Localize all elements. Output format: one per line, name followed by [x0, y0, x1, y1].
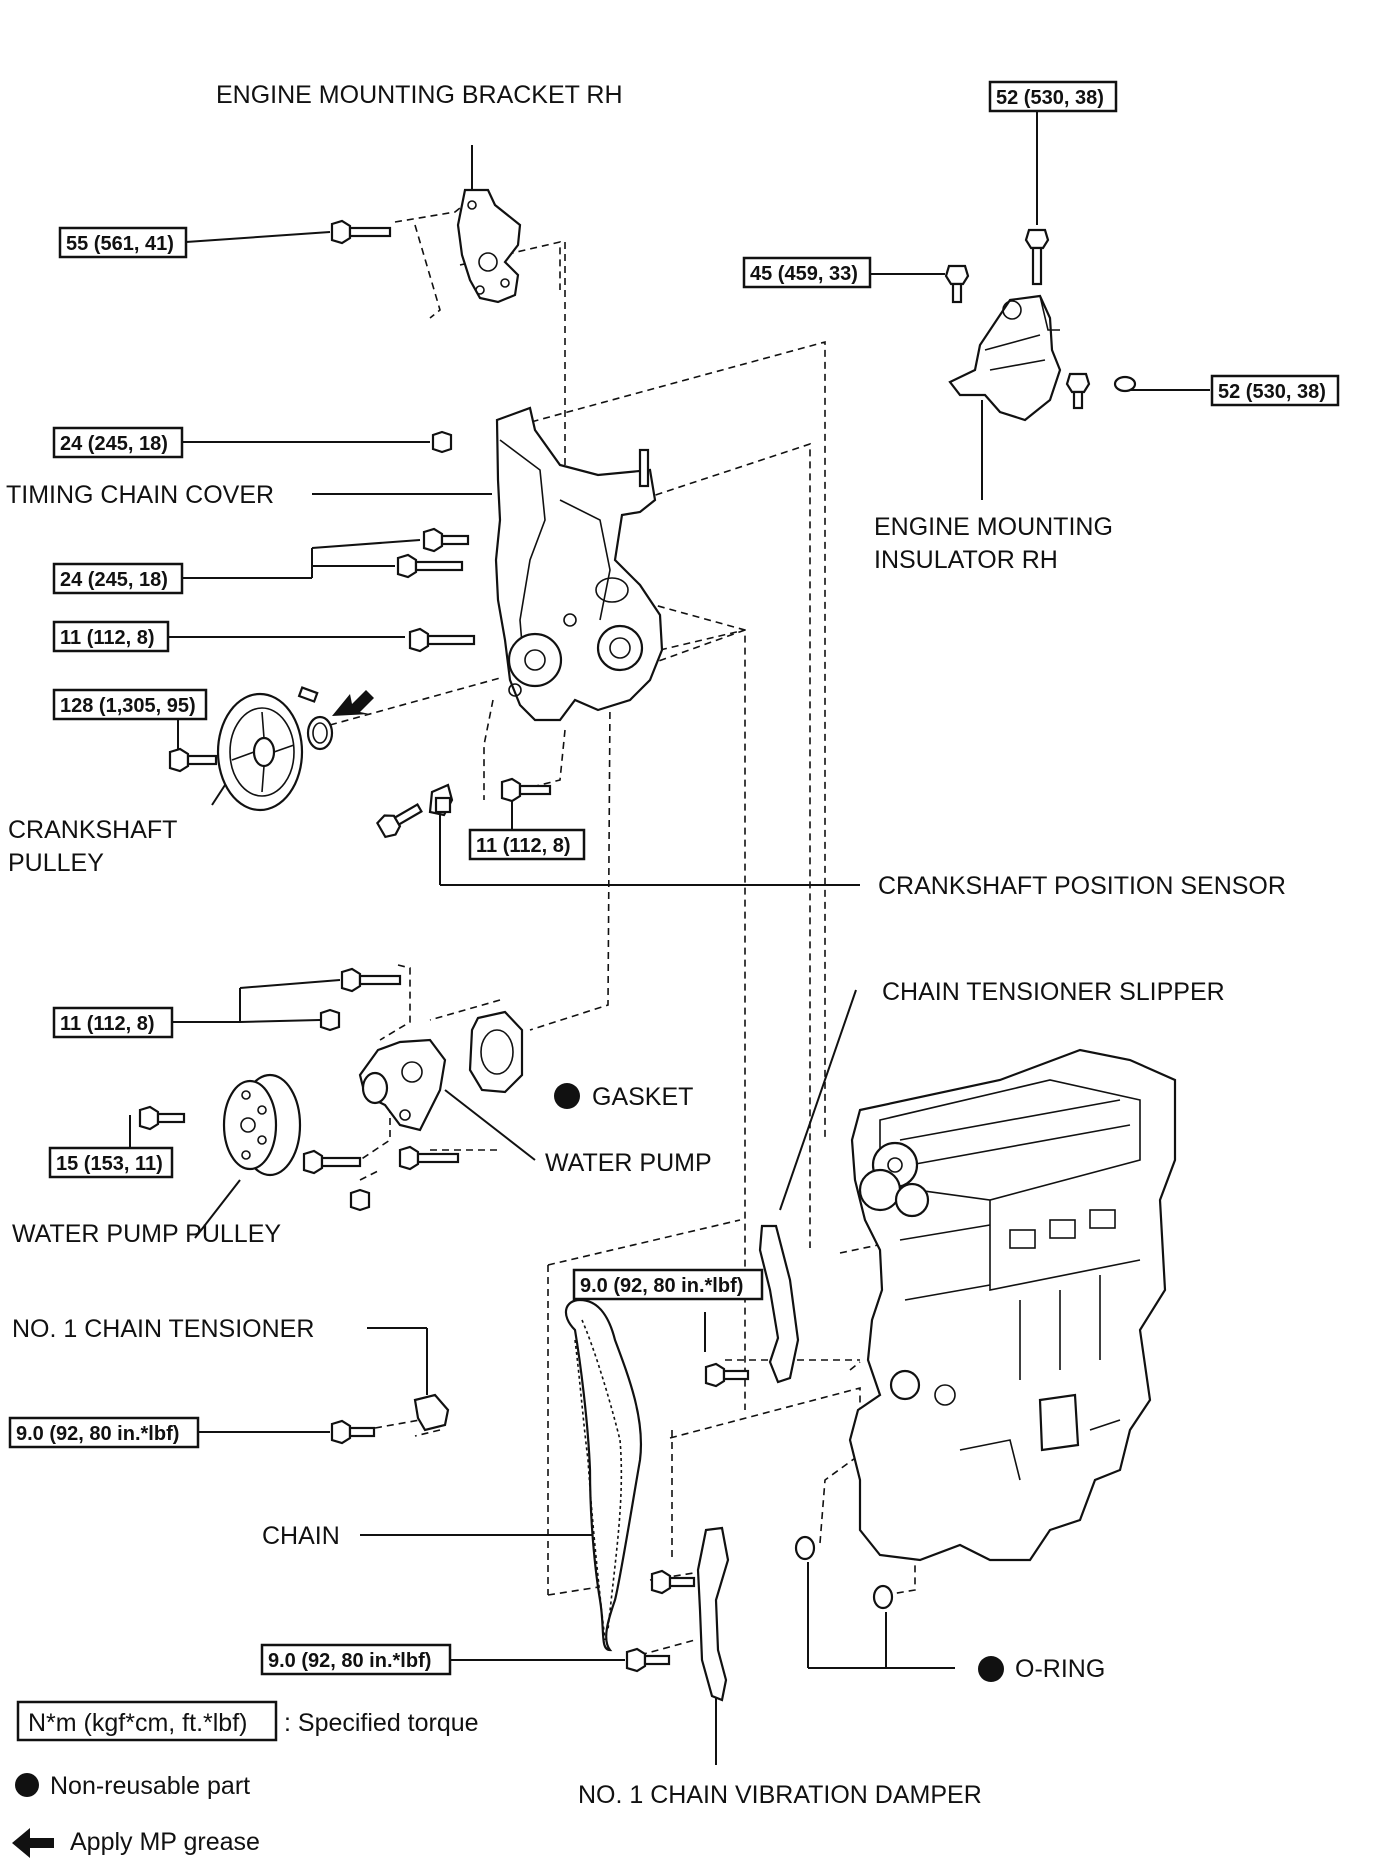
- nonreusable-dot-gasket: [554, 1083, 580, 1109]
- water-pump-part: [358, 1038, 447, 1132]
- nonreusable-dot-o-ring: [978, 1656, 1004, 1682]
- o-ring-parts: [794, 1535, 894, 1610]
- torque-box-cover-bottom: 11 (112, 8): [468, 828, 586, 861]
- label-water-pump: WATER PUMP: [545, 1149, 712, 1177]
- bolt: [500, 777, 552, 803]
- bolt: [375, 803, 423, 839]
- svg-text:11 (112, 8): 11 (112, 8): [60, 627, 155, 649]
- torque-box-cover-mid: 24 (245, 18): [52, 562, 184, 595]
- torque-box-insulator-right: 52 (530, 38): [1210, 374, 1340, 407]
- label-water-pump-pulley: WATER PUMP PULLEY: [12, 1220, 281, 1248]
- legend-grease-text: Apply MP grease: [70, 1828, 260, 1856]
- legend-nonreusable-dot: [15, 1773, 39, 1797]
- torque-box-slipper-bolt: 9.0 (92, 80 in.*lbf): [572, 1268, 764, 1301]
- torque-box-cover-small: 11 (112, 8): [52, 620, 170, 653]
- label-chain: CHAIN: [262, 1522, 340, 1550]
- bolt: [396, 553, 464, 579]
- torque-box-tensioner-bolt: 9.0 (92, 80 in.*lbf): [8, 1416, 200, 1449]
- engine-mounting-bracket-part: [456, 188, 522, 304]
- torque-box-insulator-top: 52 (530, 38): [988, 80, 1118, 113]
- torque-box-water-pump-pulley: 15 (153, 11): [48, 1146, 174, 1179]
- torque-box-pulley-bolt: 128 (1,305, 95): [52, 688, 208, 721]
- chain-tensioner-slipper-part: [758, 1224, 800, 1384]
- label-gasket: GASKET: [592, 1083, 693, 1111]
- legend: N*m (kgf*cm, ft.*lbf) : Specified torque…: [12, 1700, 479, 1858]
- torque-box-damper-bolt: 9.0 (92, 80 in.*lbf): [260, 1643, 452, 1676]
- leader-lines: [129, 112, 1210, 1765]
- svg-text:128 (1,305, 95): 128 (1,305, 95): [60, 695, 196, 717]
- gasket-part: [468, 1010, 524, 1094]
- svg-text:15 (153, 11): 15 (153, 11): [56, 1153, 163, 1175]
- label-engine-mounting-bracket: ENGINE MOUNTING BRACKET RH: [216, 81, 623, 109]
- svg-text:52 (530, 38): 52 (530, 38): [1218, 381, 1326, 403]
- legend-unit-box-text: N*m (kgf*cm, ft.*lbf): [28, 1709, 247, 1737]
- bolt: [422, 527, 470, 553]
- bolt: [340, 967, 402, 993]
- nut: [1113, 375, 1137, 393]
- bolt: [330, 219, 392, 245]
- bolt: [138, 1105, 186, 1131]
- torque-boxes: 55 (561, 41) 52 (530, 38) 45 (459, 33) 5…: [8, 80, 1340, 1676]
- label-no1-chain-tensioner: NO. 1 CHAIN TENSIONER: [12, 1315, 314, 1343]
- water-pump-pulley-part: [222, 1073, 302, 1177]
- bolt: [625, 1647, 671, 1673]
- torque-box-water-pump-bolts: 11 (112, 8): [52, 1006, 174, 1039]
- torque-box-cover-top: 24 (245, 18): [52, 426, 184, 459]
- legend-unit-box: [16, 1700, 278, 1742]
- nut: [349, 1188, 371, 1212]
- legend-nonreusable-text: Non-reusable part: [50, 1772, 250, 1800]
- bolt: [650, 1569, 696, 1595]
- no1-chain-vibration-damper-part: [696, 1526, 730, 1702]
- timing-chain-cover-part: [494, 406, 664, 722]
- crankshaft-position-sensor-part: [428, 783, 454, 817]
- legend-grease-arrow-icon: [12, 1828, 54, 1858]
- bolt: [1024, 228, 1050, 286]
- svg-text:9.0 (92, 80 in.*lbf): 9.0 (92, 80 in.*lbf): [268, 1650, 431, 1672]
- label-crankshaft-pulley-2: PULLEY: [8, 849, 104, 877]
- chain-part: [564, 1298, 643, 1652]
- bolt: [398, 1145, 460, 1171]
- svg-text:24 (245, 18): 24 (245, 18): [60, 569, 168, 591]
- crankshaft-pulley-part: [216, 686, 334, 812]
- label-timing-chain-cover: TIMING CHAIN COVER: [6, 481, 274, 509]
- svg-text:55 (561, 41): 55 (561, 41): [66, 233, 174, 255]
- legend-unit-text: : Specified torque: [284, 1709, 479, 1737]
- bolt: [408, 627, 476, 653]
- label-o-ring: O-RING: [1015, 1655, 1105, 1683]
- nut: [431, 430, 453, 454]
- bolts: [138, 219, 1137, 1673]
- bolt: [1065, 372, 1091, 410]
- svg-text:11 (112, 8): 11 (112, 8): [60, 1013, 155, 1035]
- bolt: [944, 264, 970, 304]
- label-crankshaft-position-sensor: CRANKSHAFT POSITION SENSOR: [878, 872, 1286, 900]
- label-no1-chain-vibration-damper: NO. 1 CHAIN VIBRATION DAMPER: [578, 1781, 982, 1809]
- svg-text:9.0 (92, 80 in.*lbf): 9.0 (92, 80 in.*lbf): [16, 1423, 179, 1445]
- no1-chain-tensioner-part: [413, 1393, 450, 1432]
- svg-text:11 (112, 8): 11 (112, 8): [476, 835, 571, 857]
- torque-box-insulator-left: 45 (459, 33): [742, 256, 872, 289]
- svg-text:9.0 (92, 80 in.*lbf): 9.0 (92, 80 in.*lbf): [580, 1275, 743, 1297]
- part-labels: ENGINE MOUNTING BRACKET RH TIMING CHAIN …: [6, 81, 1286, 1809]
- engine-mounting-insulator-part: [948, 294, 1062, 422]
- label-engine-mounting-insulator-1: ENGINE MOUNTING: [874, 513, 1113, 541]
- bolt: [302, 1149, 362, 1175]
- engine-block-part: [848, 1048, 1177, 1562]
- label-chain-tensioner-slipper: CHAIN TENSIONER SLIPPER: [882, 978, 1225, 1006]
- torque-box-bracket-bolt: 55 (561, 41): [58, 226, 188, 259]
- label-engine-mounting-insulator-2: INSULATOR RH: [874, 546, 1058, 574]
- nut: [319, 1008, 341, 1032]
- label-crankshaft-pulley-1: CRANKSHAFT: [8, 816, 177, 844]
- svg-text:52 (530, 38): 52 (530, 38): [996, 87, 1104, 109]
- alignment-dashed-lines: [329, 199, 951, 1656]
- grease-arrow-icon: [332, 690, 374, 716]
- svg-text:24 (245, 18): 24 (245, 18): [60, 433, 168, 455]
- bolt: [168, 747, 218, 773]
- bolt: [330, 1419, 376, 1445]
- svg-text:45 (459, 33): 45 (459, 33): [750, 263, 858, 285]
- bolt: [704, 1362, 750, 1388]
